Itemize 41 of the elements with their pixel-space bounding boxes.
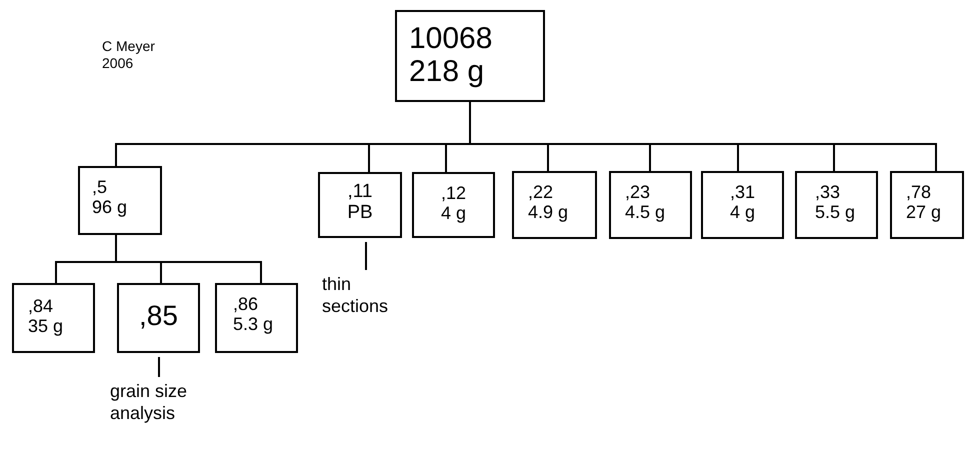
sample-text: 10068: [409, 22, 494, 55]
sample-text: ,84: [28, 297, 54, 317]
sample-text: 5.5 g: [815, 202, 856, 223]
sample-text: 4 g: [728, 202, 756, 223]
note-text: grain size analysis: [110, 381, 188, 424]
connector-line: [115, 235, 262, 283]
sample-text: ,33: [815, 183, 842, 203]
sample-text: 4.5 g: [625, 202, 666, 223]
sample-text: ,12: [440, 184, 468, 204]
sample-box: [318, 172, 402, 238]
sample-text: ,11: [346, 182, 374, 203]
sample-text: 4.9 g: [528, 202, 570, 223]
sample-text: ,22: [528, 183, 554, 203]
sample-text: 4 g: [440, 204, 468, 224]
sample-text: ,78: [906, 183, 932, 203]
sample-text: 5.3 g: [233, 314, 274, 335]
sample-box: [701, 171, 784, 239]
sample-text: 218 g: [409, 55, 486, 88]
leader-line: [365, 242, 367, 270]
sample-box: [412, 172, 495, 238]
sample-box: [609, 171, 692, 239]
note-text: thin sections: [322, 274, 390, 318]
sample-text: PB: [346, 202, 374, 224]
leader-line: [158, 357, 160, 377]
author-note: C Meyer 2006: [102, 38, 156, 72]
sample-text: 27 g: [906, 202, 942, 223]
sample-text: ,31: [728, 183, 756, 203]
sample-box: [78, 166, 162, 235]
sample-box: [512, 171, 597, 239]
sample-text: ,5: [92, 178, 108, 198]
sample-text: ,23: [625, 183, 652, 203]
sample-box: [395, 10, 545, 102]
sample-box: [215, 283, 298, 353]
sample-text: ,86: [233, 295, 260, 315]
sample-box: [12, 283, 95, 353]
sample-box: [890, 171, 964, 239]
sample-box: [117, 283, 200, 353]
sample-text: 96 g: [92, 198, 128, 218]
sample-text: 35 g: [28, 316, 64, 337]
sample-box: [795, 171, 878, 239]
sample-text: ,85: [139, 301, 179, 332]
